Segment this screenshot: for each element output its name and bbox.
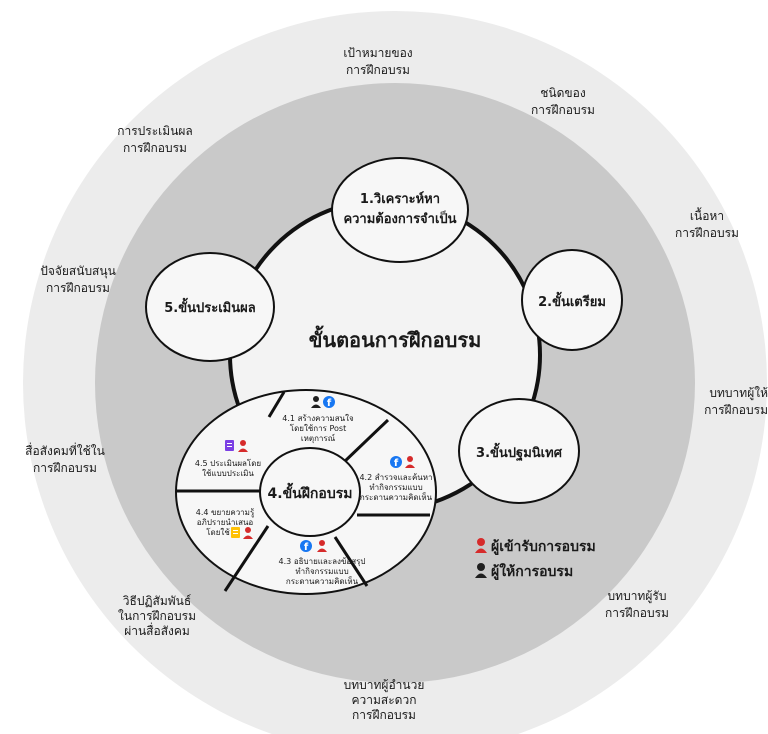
person-icon	[405, 456, 415, 468]
svg-text:บทบาทผู้อำนวยความสะดวกการฝึกอบ: บทบาทผู้อำนวยความสะดวกการฝึกอบรม	[344, 678, 425, 722]
svg-text:วิธีปฏิสัมพันธ์ในการฝึกอบรมผ่า: วิธีปฏิสัมพันธ์ในการฝึกอบรมผ่านสื่อสังคม	[118, 594, 196, 638]
svg-text:ชนิดของการฝึกอบรม: ชนิดของการฝึกอบรม	[531, 86, 595, 117]
facebook-icon: f	[323, 396, 335, 409]
outer-topic-trainee-role: บทบาทผู้รับการฝึกอบรม	[605, 589, 669, 620]
center-title: ขั้นตอนการฝึกอบรม	[309, 325, 482, 352]
legend: ผู้เข้ารับการอบรม ผู้ให้การอบรม	[475, 538, 596, 580]
facebook-icon: f	[390, 456, 402, 469]
svg-text:การประเมินผลการฝึกอบรม: การประเมินผลการฝึกอบรม	[117, 124, 193, 155]
svg-text:เป้าหมายของการฝึกอบรม: เป้าหมายของการฝึกอบรม	[343, 46, 412, 77]
substep-4-5: 4.5 ประเมินผลโดยใช้แบบประเมิน	[195, 440, 261, 478]
outer-topic-support-factors: ปัจจัยสนับสนุนการฝึกอบรม	[40, 264, 116, 295]
svg-text:ปัจจัยสนับสนุนการฝึกอบรม: ปัจจัยสนับสนุนการฝึกอบรม	[40, 264, 116, 295]
outer-topic-type: ชนิดของการฝึกอบรม	[531, 86, 595, 117]
document-icon	[231, 527, 240, 538]
outer-topic-facilitator-role: บทบาทผู้อำนวยความสะดวกการฝึกอบรม	[344, 678, 425, 722]
svg-text:เนื้อหาการฝึกอบรม: เนื้อหาการฝึกอบรม	[675, 207, 739, 240]
step-5-evaluation: 5.ขั้นประเมินผล	[145, 252, 275, 362]
outer-topic-evaluation: การประเมินผลการฝึกอบรม	[117, 124, 193, 155]
substep-4-2: f 4.2 สำรวจและค้นหาทำกิจกรรมแบบกระดานควา…	[359, 456, 433, 502]
outer-topic-interaction: วิธีปฏิสัมพันธ์ในการฝึกอบรมผ่านสื่อสังคม	[118, 594, 196, 638]
svg-text:f: f	[327, 398, 332, 409]
svg-text:4.2 สำรวจและค้นหาทำกิจกรรมแบบก: 4.2 สำรวจและค้นหาทำกิจกรรมแบบกระดานความค…	[359, 473, 432, 502]
person-icon	[317, 540, 327, 552]
step-2-preparation: 2.ขั้นเตรียม	[521, 249, 623, 351]
outer-topic-goal: เป้าหมายของการฝึกอบรม	[343, 46, 412, 77]
svg-text:ผู้เข้ารับการอบรม: ผู้เข้ารับการอบรม	[491, 539, 596, 555]
person-icon	[475, 563, 487, 578]
substep-4-4: 4.4 ขยายความรู้อภิปรายนำเสนอโดยใช้	[196, 508, 255, 539]
svg-text:3.ขั้นปฐมนิเทศ: 3.ขั้นปฐมนิเทศ	[476, 442, 563, 462]
substep-4-3: f 4.3 อธิบายและลงข้อสรุปทำกิจกรรมแบบกระด…	[279, 540, 366, 586]
form-icon	[225, 440, 234, 451]
svg-text:f: f	[304, 542, 309, 553]
step-4-center	[259, 447, 361, 537]
svg-text:4.ขั้นฝึกอบรม: 4.ขั้นฝึกอบรม	[268, 482, 353, 502]
legend-trainer: ผู้ให้การอบรม	[475, 562, 573, 580]
person-icon	[243, 527, 253, 539]
svg-text:5.ขั้นประเมินผล: 5.ขั้นประเมินผล	[164, 297, 255, 316]
person-icon	[238, 440, 248, 452]
outer-topic-trainer-role: บทบาทผู้ให้การฝึกอบรม	[704, 386, 768, 417]
outer-topic-social-media: สื่อสังคมที่ใช้ในการฝึกอบรม	[25, 442, 105, 475]
step-4-training: 4.ขั้นฝึกอบรม f 4.1 สร้างความสนใจโดยใช้ก…	[175, 389, 437, 595]
svg-text:สื่อสังคมที่ใช้ในการฝึกอบรม: สื่อสังคมที่ใช้ในการฝึกอบรม	[25, 442, 105, 475]
outer-topic-content: เนื้อหาการฝึกอบรม	[675, 207, 739, 240]
svg-text:1.วิเคราะห์หาความต้องการจำเป็น: 1.วิเคราะห์หาความต้องการจำเป็น	[343, 191, 456, 227]
svg-text:บทบาทผู้รับการฝึกอบรม: บทบาทผู้รับการฝึกอบรม	[605, 589, 669, 620]
svg-text:f: f	[394, 458, 399, 469]
svg-text:4.4 ขยายความรู้อภิปรายนำเสนอโด: 4.4 ขยายความรู้อภิปรายนำเสนอโดยใช้	[196, 508, 255, 537]
person-icon	[475, 538, 487, 553]
svg-text:4.3 อธิบายและลงข้อสรุปทำกิจกรร: 4.3 อธิบายและลงข้อสรุปทำกิจกรรมแบบกระดาน…	[279, 557, 366, 586]
svg-text:บทบาทผู้ให้การฝึกอบรม: บทบาทผู้ให้การฝึกอบรม	[704, 386, 768, 417]
legend-trainee: ผู้เข้ารับการอบรม	[475, 538, 596, 555]
person-icon	[311, 396, 321, 408]
svg-text:ผู้ให้การอบรม: ผู้ให้การอบรม	[491, 562, 573, 580]
svg-text:4.5 ประเมินผลโดยใช้แบบประเมิน: 4.5 ประเมินผลโดยใช้แบบประเมิน	[195, 458, 261, 478]
svg-text:2.ขั้นเตรียม: 2.ขั้นเตรียม	[538, 291, 606, 310]
step-1-needs-analysis: 1.วิเคราะห์หาความต้องการจำเป็น	[331, 157, 469, 263]
facebook-icon: f	[300, 540, 312, 553]
step-3-orientation: 3.ขั้นปฐมนิเทศ	[458, 398, 580, 504]
